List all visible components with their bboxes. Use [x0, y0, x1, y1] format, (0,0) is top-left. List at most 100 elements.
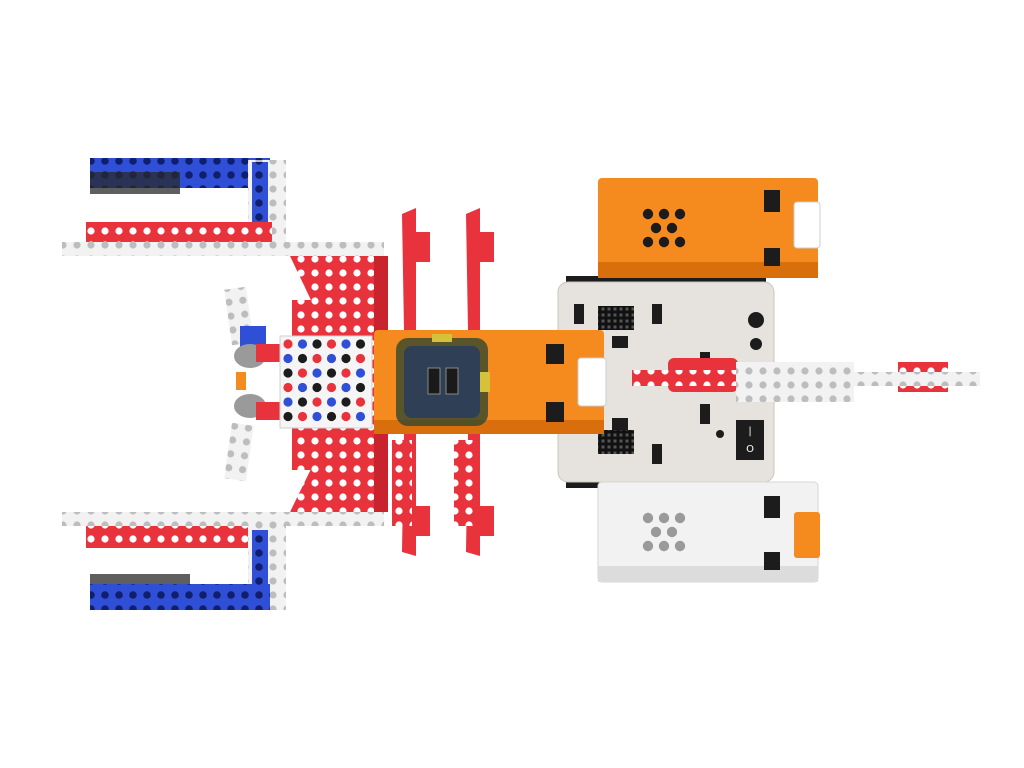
- plate-hole: [355, 339, 366, 349]
- power-switch-on-mark: |: [748, 426, 751, 437]
- sensor-yellow-clip-top: [432, 334, 452, 342]
- board-header-1: [598, 306, 634, 330]
- gripper-orange-tip: [236, 372, 246, 390]
- bracket-right-top-tab: [472, 232, 494, 262]
- plate-hole: [341, 353, 351, 364]
- plate-hole: [312, 397, 322, 407]
- vent-hole: [658, 540, 670, 552]
- gripper-blue-block: [240, 326, 266, 348]
- board-connector-6: [612, 336, 628, 348]
- bottom-box-port-2: [764, 552, 780, 570]
- vent-hole: [674, 208, 686, 220]
- top-box-vent: [642, 208, 686, 248]
- vent-hole: [674, 540, 686, 552]
- center-module-port-top: [546, 344, 564, 364]
- vent-hole: [650, 222, 662, 234]
- side-brackets: [392, 208, 494, 556]
- plate-holes: [283, 339, 366, 422]
- plate-hole: [297, 411, 308, 422]
- lower-blue-beam: [90, 584, 270, 610]
- bracket-left-top-tab: [408, 232, 430, 262]
- plate-hole: [326, 397, 337, 407]
- lower-red-beam: [86, 526, 272, 548]
- board-led: [716, 430, 724, 438]
- top-box-port-1: [764, 190, 780, 212]
- plate-hole: [341, 382, 351, 393]
- orange-center-module: [374, 330, 607, 434]
- vent-hole: [642, 208, 654, 220]
- upper-blue-vertical-beam: [252, 162, 268, 240]
- plate-hole: [283, 368, 293, 378]
- plate-hole: [341, 368, 351, 378]
- lever-white-beam: [736, 362, 854, 402]
- power-switch-off-mark: O: [746, 444, 754, 455]
- upper-red-beam: [86, 222, 272, 244]
- plate-hole: [297, 368, 308, 378]
- bottom-box-port-1: [764, 496, 780, 518]
- sensor-pcb: [404, 346, 480, 418]
- plate-hole: [326, 382, 337, 393]
- plate-hole: [312, 368, 322, 378]
- rear-lever-arm: [632, 358, 980, 402]
- vent-hole: [674, 236, 686, 248]
- upper-claw-arm: [62, 158, 384, 256]
- board-connector-3: [652, 444, 662, 464]
- plate-hole: [355, 382, 366, 393]
- top-box-port-2: [764, 248, 780, 266]
- vent-hole: [642, 512, 654, 524]
- vent-hole: [650, 526, 662, 538]
- lever-white-tail: [850, 372, 980, 386]
- vent-hole: [658, 208, 670, 220]
- sensor-board: [396, 334, 490, 426]
- plate-hole: [297, 397, 308, 407]
- plate-hole: [312, 382, 322, 393]
- sensor-yellow-clip-right: [480, 372, 490, 392]
- vent-hole: [642, 540, 654, 552]
- plate-hole: [297, 353, 308, 364]
- lower-claw-arm: [62, 512, 384, 610]
- holed-plate: [279, 335, 373, 429]
- plate-hole: [283, 339, 293, 349]
- plate-hole: [283, 382, 293, 393]
- bracket-left-top: [402, 208, 416, 330]
- upper-blue-beam-shadow: [90, 172, 180, 194]
- upper-white-long-beam: [62, 242, 384, 256]
- plate-hole: [326, 353, 337, 364]
- plate-hole: [312, 339, 322, 349]
- bracket-right-bottom-tab: [472, 506, 494, 536]
- vent-hole: [658, 236, 670, 248]
- plate-hole: [312, 353, 322, 364]
- bracket-left-bottom-tab: [408, 506, 430, 536]
- plate-hole: [297, 339, 308, 349]
- plate-hole: [355, 368, 366, 378]
- plate-hole: [355, 397, 366, 407]
- vent-hole: [658, 512, 670, 524]
- top-box-body: [598, 178, 818, 278]
- lower-white-long-beam: [62, 512, 384, 526]
- center-module-white-connector: [577, 357, 607, 407]
- plate-hole: [341, 339, 351, 349]
- vent-hole: [642, 236, 654, 248]
- top-battery-box: [598, 178, 821, 278]
- plate-hole: [341, 411, 351, 422]
- bottom-box-connector: [794, 512, 820, 558]
- plate-hole: [312, 411, 322, 422]
- bracket-right-top: [466, 208, 480, 330]
- front-gripper: [224, 286, 286, 482]
- gripper-lower-post: [224, 422, 254, 482]
- bottom-box-vent: [642, 512, 686, 552]
- plate-hole: [355, 411, 366, 422]
- plate-hole: [355, 353, 366, 364]
- plate-hole: [283, 397, 293, 407]
- board-connector-5: [700, 404, 710, 424]
- plate-base: [279, 335, 373, 429]
- board-connector-7: [612, 418, 628, 430]
- board-connector-2: [652, 304, 662, 324]
- board-button-1: [748, 312, 764, 328]
- plate-hole: [283, 411, 293, 422]
- plate-hole: [326, 411, 337, 422]
- plate-hole: [341, 397, 351, 407]
- bracket-right-strip: [454, 440, 474, 526]
- board-connector-1: [574, 304, 584, 324]
- bracket-left-strip: [392, 440, 412, 526]
